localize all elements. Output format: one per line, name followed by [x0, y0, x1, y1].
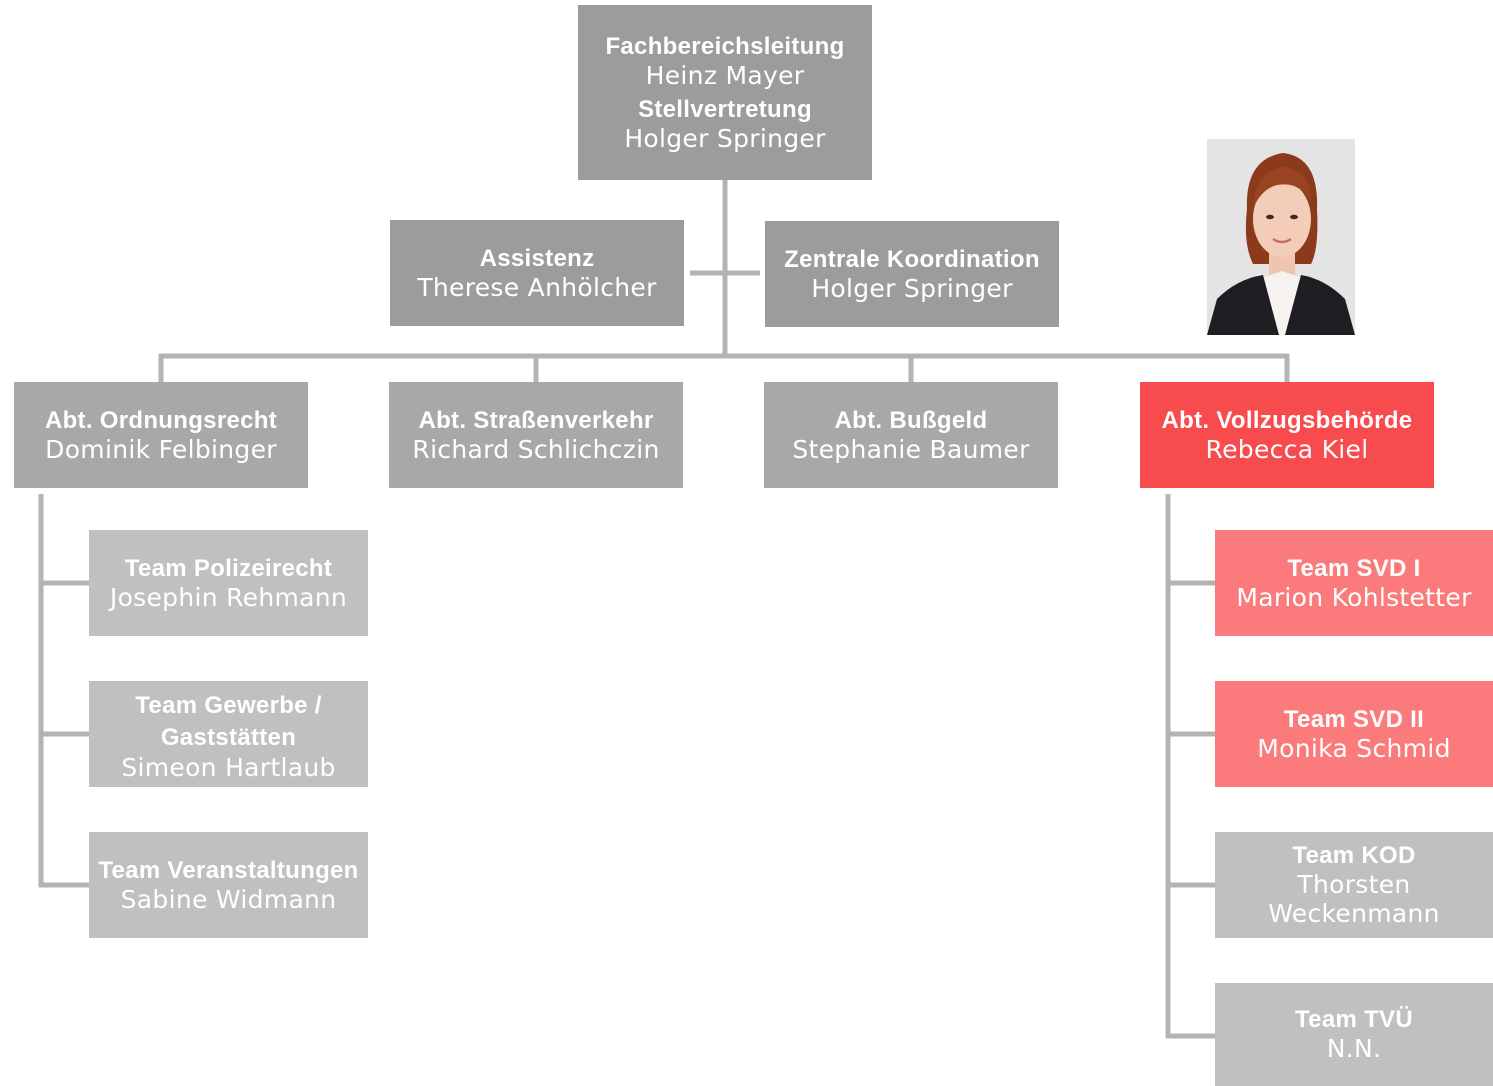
- team-lead: N.N.: [1326, 1034, 1382, 1063]
- head-title: Fachbereichsleitung: [605, 32, 845, 60]
- team-lead: Sabine Widmann: [120, 884, 337, 914]
- team-gewerbe-gaststaetten: Team Gewerbe / Gaststätten Simeon Hartla…: [89, 681, 368, 787]
- department-title: Abt. Bußgeld: [834, 406, 988, 434]
- coordination-title: Zentrale Koordination: [784, 245, 1040, 273]
- coordination-name: Holger Springer: [811, 273, 1013, 303]
- team-lead: Monika Schmid: [1257, 733, 1451, 763]
- department-ordnungsrecht: Abt. Ordnungsrecht Dominik Felbinger: [14, 382, 308, 488]
- assistant-box: Assistenz Therese Anhölcher: [390, 220, 684, 326]
- team-lead: Josephin Rehmann: [109, 582, 348, 612]
- team-lead: Simeon Hartlaub: [121, 752, 336, 782]
- portrait-photo: [1207, 139, 1355, 335]
- department-bussgeld: Abt. Bußgeld Stephanie Baumer: [764, 382, 1058, 488]
- department-vollzugsbehoerde: Abt. Vollzugsbehörde Rebecca Kiel: [1140, 382, 1434, 488]
- team-title: Team Gewerbe /: [135, 691, 322, 719]
- team-title: Team Polizeirecht: [124, 554, 333, 582]
- deputy-title: Stellvertretung: [638, 95, 812, 123]
- department-title: Abt. Vollzugsbehörde: [1161, 406, 1413, 434]
- assistant-name: Therese Anhölcher: [417, 272, 657, 302]
- team-lead-line-2: Weckenmann: [1268, 899, 1440, 928]
- team-title: Team KOD: [1292, 842, 1416, 869]
- coordination-box: Zentrale Koordination Holger Springer: [765, 221, 1059, 327]
- team-lead: Thorsten: [1297, 870, 1411, 899]
- team-svd-1: Team SVD I Marion Kohlstetter: [1215, 530, 1493, 636]
- team-title: Team SVD II: [1283, 705, 1425, 733]
- team-veranstaltungen: Team Veranstaltungen Sabine Widmann: [89, 832, 368, 938]
- head-of-division-box: Fachbereichsleitung Heinz Mayer Stellver…: [578, 5, 872, 180]
- team-polizeirecht: Team Polizeirecht Josephin Rehmann: [89, 530, 368, 636]
- head-name: Heinz Mayer: [645, 60, 805, 90]
- team-lead: Marion Kohlstetter: [1236, 582, 1472, 612]
- department-head: Stephanie Baumer: [792, 434, 1030, 464]
- deputy-name: Holger Springer: [624, 123, 826, 153]
- department-head: Richard Schlichczin: [412, 434, 660, 464]
- team-title: Team TVÜ: [1295, 1006, 1413, 1033]
- team-svd-2: Team SVD II Monika Schmid: [1215, 681, 1493, 787]
- department-head: Dominik Felbinger: [45, 434, 277, 464]
- department-head: Rebecca Kiel: [1205, 434, 1369, 464]
- team-kod: Team KOD Thorsten Weckenmann: [1215, 832, 1493, 938]
- team-title-line-2: Gaststätten: [160, 723, 297, 751]
- team-tvue: Team TVÜ N.N.: [1215, 983, 1493, 1086]
- department-strassenverkehr: Abt. Straßenverkehr Richard Schlichczin: [389, 382, 683, 488]
- department-title: Abt. Straßenverkehr: [418, 406, 654, 434]
- team-title: Team Veranstaltungen: [98, 856, 359, 884]
- team-title: Team SVD I: [1287, 554, 1421, 582]
- department-title: Abt. Ordnungsrecht: [44, 406, 278, 434]
- portrait-icon: [1207, 139, 1355, 335]
- assistant-title: Assistenz: [479, 244, 595, 272]
